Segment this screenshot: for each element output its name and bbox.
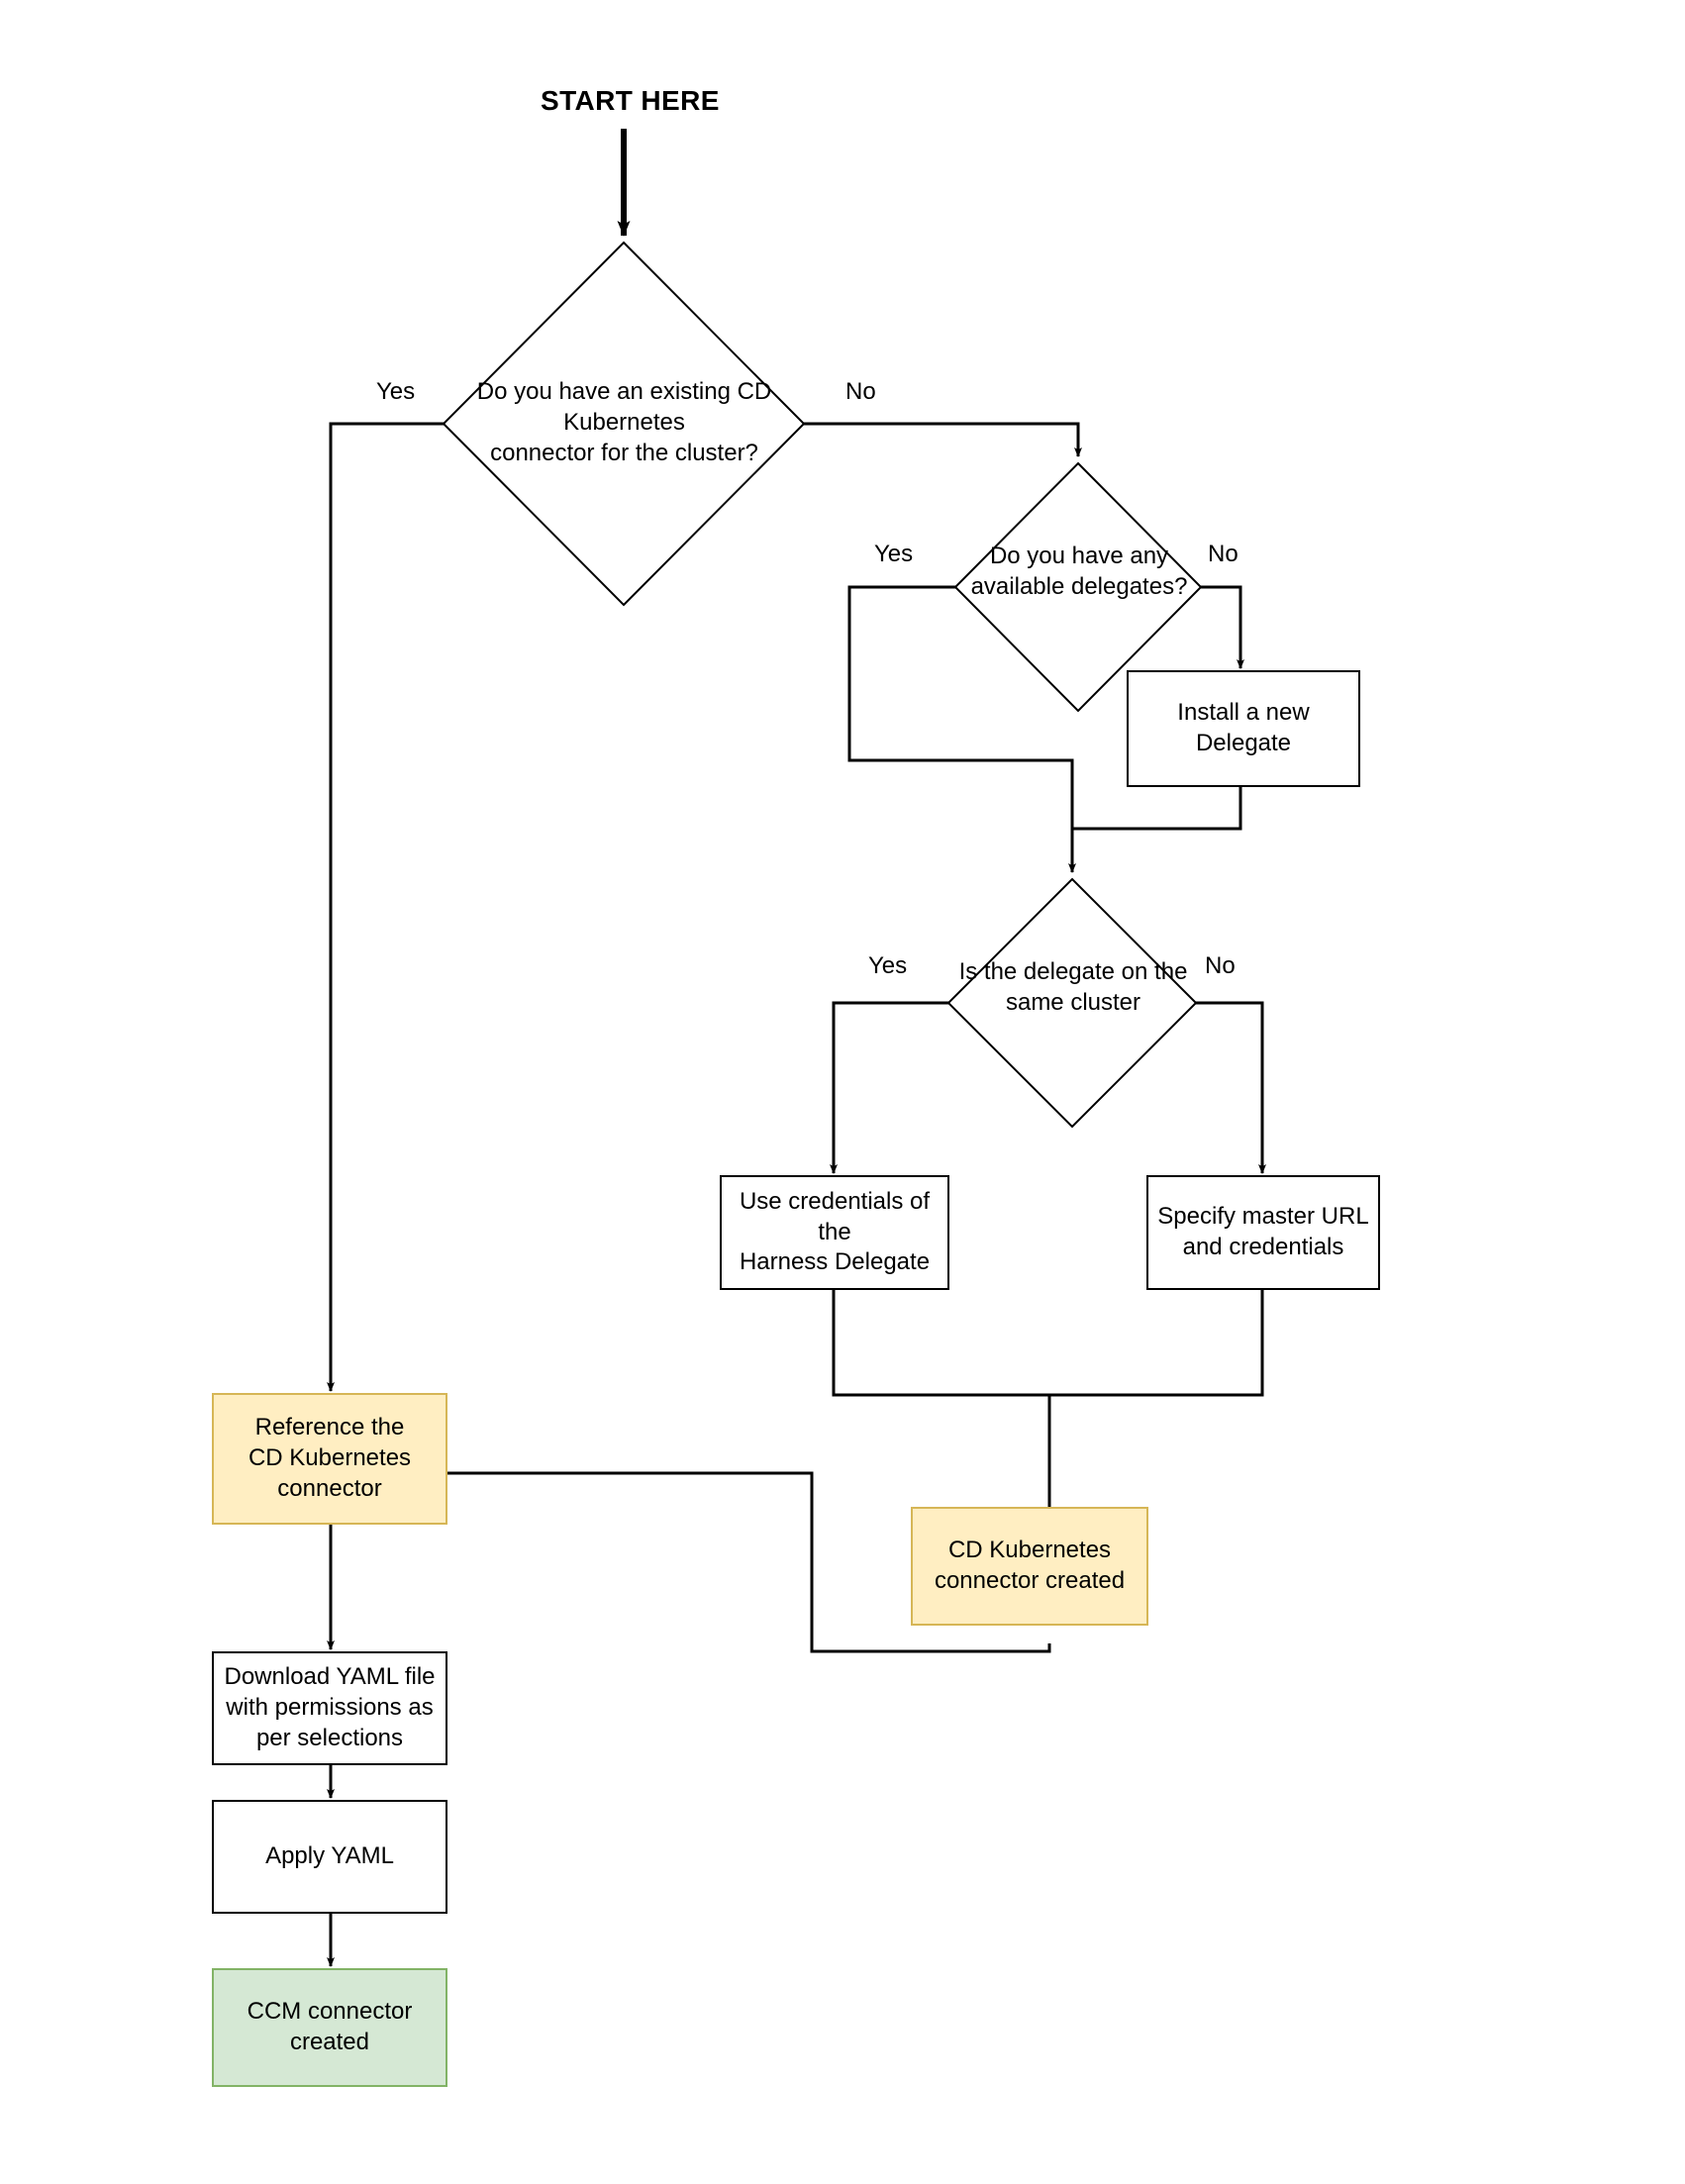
process-use-credentials-of-the-harness-delegate[interactable]: Use credentials of the Harness Delegate (720, 1175, 949, 1290)
edge-d1-yes-to-reference (327, 422, 444, 1392)
edge-d1-no-to-d2 (804, 422, 1082, 457)
edge-specify-master-url-to-merge (1049, 1290, 1264, 1397)
edge-d3-no-to-specify-master-url (1196, 1001, 1266, 1174)
start-here-title: START HERE (541, 85, 720, 116)
edge-label-d3-no: No (1205, 952, 1236, 979)
process-apply-yaml[interactable]: Apply YAML (212, 1800, 447, 1914)
outcome-ccm-connector-created[interactable]: CCM connector created (212, 1968, 447, 2087)
decision-label-d3: Is the delegate on the same cluster (958, 958, 1188, 1017)
process-specify-master-url-and-credentials[interactable]: Specify master URL and credentials (1146, 1175, 1380, 1290)
decision-shape-d1 (442, 241, 806, 607)
outcome-cd-kubernetes-connector-created[interactable]: CD Kubernetes connector created (911, 1507, 1148, 1626)
process-download-yaml-file[interactable]: Download YAML file with permissions as p… (212, 1651, 447, 1765)
decision-label-d2: Do you have any available delegates? (970, 543, 1188, 601)
decision-shape-d3 (946, 877, 1198, 1129)
edge-use-credentials-to-merge (832, 1290, 1049, 1397)
edge-d3-yes-to-use-credentials (830, 1001, 948, 1174)
edge-d2-no-to-install-delegate (1201, 585, 1244, 669)
edge-d2-yes-to-d3 (847, 585, 1076, 873)
outcome-reference-the-cd-kubernetes-connector[interactable]: Reference the CD Kubernetes connector (212, 1393, 447, 1525)
edge-label-d2-no: No (1208, 541, 1239, 567)
process-install-a-new-delegate[interactable]: Install a new Delegate (1127, 670, 1360, 787)
edge-label-d3-yes: Yes (868, 952, 908, 979)
edge-label-d1-no: No (845, 378, 876, 405)
edge-install-delegate-to-d3 (1072, 787, 1242, 831)
edge-label-d2-yes: Yes (874, 541, 914, 567)
edge-label-d1-yes: Yes (376, 378, 416, 405)
decision-label-d1: Do you have an existing CD Kubernetes co… (476, 378, 772, 467)
